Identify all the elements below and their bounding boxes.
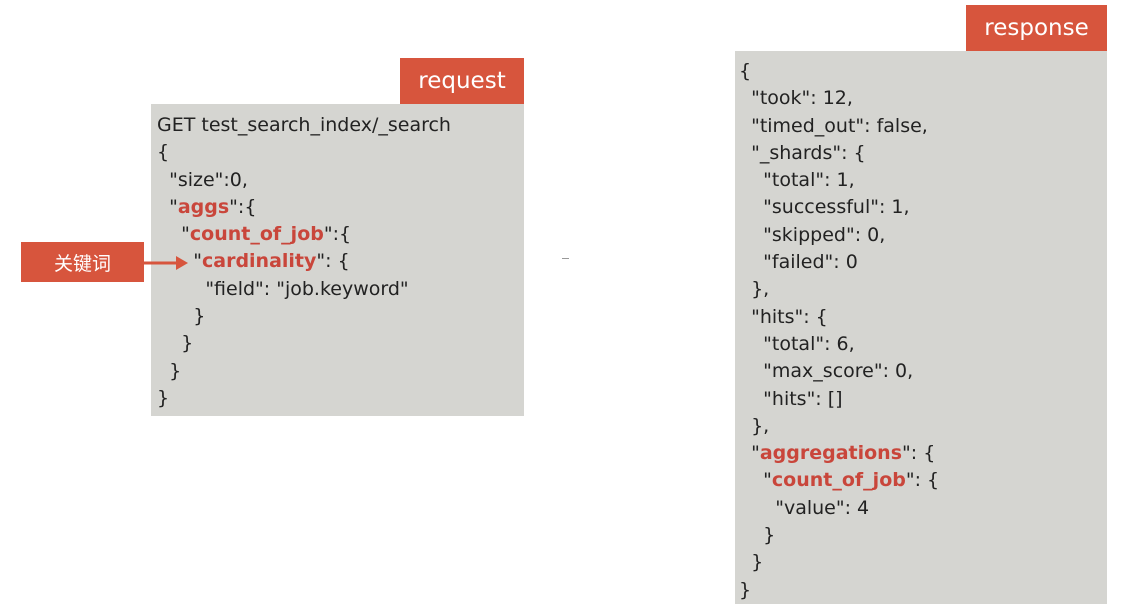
code-token: ":{ bbox=[229, 195, 257, 218]
code-line: "skipped": 0, bbox=[739, 222, 939, 249]
code-token: { bbox=[739, 60, 752, 82]
code-line: { bbox=[157, 139, 451, 166]
code-token: } bbox=[157, 305, 206, 328]
code-token: "successful": 1, bbox=[739, 196, 910, 219]
keyword-token: count_of_job bbox=[189, 223, 324, 246]
code-token: " bbox=[193, 250, 202, 273]
code-line: } bbox=[157, 385, 451, 412]
request-tag-label: request bbox=[418, 68, 506, 94]
code-line: "total": 1, bbox=[739, 167, 939, 194]
code-line: } bbox=[739, 522, 939, 549]
code-line: } bbox=[157, 303, 451, 330]
code-line: "field": "job.keyword" bbox=[157, 276, 451, 303]
code-line: "value": 4 bbox=[739, 495, 939, 522]
code-token: } bbox=[739, 524, 776, 547]
keyword-token: aggregations bbox=[759, 442, 903, 465]
code-line: "failed": 0 bbox=[739, 249, 939, 276]
request-tag: request bbox=[400, 58, 524, 104]
code-line: GET test_search_index/_search bbox=[157, 112, 451, 139]
code-line: "aggs":{ bbox=[157, 194, 451, 221]
code-line: "count_of_job":{ bbox=[157, 221, 451, 248]
request-panel: GET test_search_index/_search { "size":0,… bbox=[151, 104, 524, 416]
code-token: " bbox=[739, 442, 760, 465]
keyword-label-text: 关键词 bbox=[53, 252, 111, 275]
code-token: "total": 1, bbox=[739, 169, 855, 192]
code-line: "successful": 1, bbox=[739, 194, 939, 221]
keyword-token: count_of_job bbox=[771, 469, 906, 492]
code-token: "size":0, bbox=[157, 168, 248, 191]
divider-dot bbox=[562, 258, 569, 259]
code-token: "value": 4 bbox=[739, 496, 870, 519]
code-token: GET test_search_index/_search bbox=[157, 114, 451, 136]
code-line: "size":0, bbox=[157, 167, 451, 194]
code-token: "failed": 0 bbox=[739, 251, 858, 274]
code-line: "hits": { bbox=[739, 304, 939, 331]
code-line: } bbox=[739, 577, 939, 604]
code-token: ":{ bbox=[323, 223, 352, 246]
code-token: "field": "job.keyword" bbox=[157, 277, 409, 300]
code-line: } bbox=[157, 358, 451, 385]
code-token: } bbox=[157, 332, 194, 355]
code-line: "count_of_job": { bbox=[739, 467, 939, 494]
code-token: ": { bbox=[905, 469, 940, 492]
code-token: } bbox=[157, 386, 170, 409]
code-token: "skipped": 0, bbox=[739, 223, 886, 246]
code-token: "hits": [] bbox=[739, 387, 843, 410]
keyword-arrow-icon bbox=[144, 256, 188, 270]
response-tag: response bbox=[966, 5, 1107, 51]
code-line: { bbox=[739, 58, 939, 85]
code-line: }, bbox=[739, 413, 939, 440]
code-token: " bbox=[157, 223, 190, 246]
response-code: { "took": 12, "timed_out": false, "_shar… bbox=[739, 58, 939, 604]
code-token: }, bbox=[739, 414, 770, 437]
keyword-label: 关键词 bbox=[21, 242, 144, 282]
code-line: "cardinality": { bbox=[157, 248, 451, 275]
code-token: } bbox=[739, 551, 764, 574]
response-panel: { "took": 12, "timed_out": false, "_shar… bbox=[735, 51, 1107, 604]
code-line: "total": 6, bbox=[739, 331, 939, 358]
response-tag-label: response bbox=[984, 15, 1089, 41]
code-token: "_shards": { bbox=[739, 141, 866, 164]
code-token: " bbox=[739, 469, 772, 492]
keyword-token: aggs bbox=[177, 195, 230, 218]
code-line: } bbox=[157, 330, 451, 357]
code-token: } bbox=[157, 359, 182, 382]
code-line: "timed_out": false, bbox=[739, 113, 939, 140]
code-token: " bbox=[157, 195, 178, 218]
code-line: }, bbox=[739, 276, 939, 303]
code-line: "took": 12, bbox=[739, 85, 939, 112]
code-line: "hits": [] bbox=[739, 386, 939, 413]
code-token: ": { bbox=[902, 442, 936, 465]
code-line: } bbox=[739, 549, 939, 576]
code-token: { bbox=[157, 141, 170, 164]
code-line: "aggregations": { bbox=[739, 440, 939, 467]
request-code: GET test_search_index/_search { "size":0,… bbox=[157, 112, 451, 412]
code-token: } bbox=[739, 578, 752, 601]
code-token: "max_score": 0, bbox=[739, 360, 914, 383]
code-token: "timed_out": false, bbox=[739, 114, 928, 137]
code-line: "max_score": 0, bbox=[739, 358, 939, 385]
code-line: "_shards": { bbox=[739, 140, 939, 167]
code-token: }, bbox=[739, 278, 770, 301]
code-token: "total": 6, bbox=[739, 332, 855, 355]
code-token: "took": 12, bbox=[739, 87, 853, 110]
code-token: "hits": { bbox=[739, 305, 828, 328]
code-token: ": { bbox=[316, 250, 350, 273]
keyword-token: cardinality bbox=[201, 250, 317, 273]
